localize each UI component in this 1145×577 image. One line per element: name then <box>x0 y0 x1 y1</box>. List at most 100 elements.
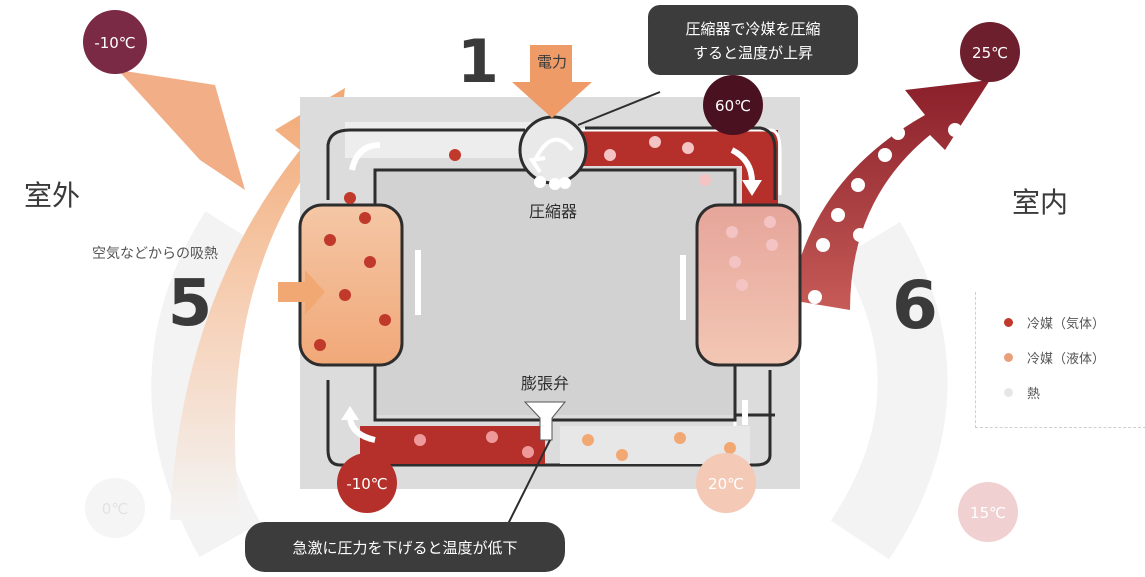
outdoor-heat-arrow <box>170 88 345 520</box>
gas-dot <box>764 216 776 228</box>
gas-dot <box>449 149 461 161</box>
flow-arrow-bottom-left-head <box>341 406 359 420</box>
heat-dot <box>853 228 867 242</box>
compress-callout-line1: 圧縮器で冷媒を圧縮 <box>685 20 820 38</box>
indoor-heat-exchanger <box>695 203 802 367</box>
cycle-inner <box>375 170 735 415</box>
indoor-temp-top-badge <box>960 22 1020 82</box>
heat-dot <box>948 123 962 137</box>
valve-label: 膨張弁 <box>521 374 569 393</box>
step-1: 1 <box>457 27 499 97</box>
liquid-dot <box>582 434 594 446</box>
legend-item-heat: 熱 <box>1004 382 1040 402</box>
heat-dot <box>816 238 830 252</box>
gas-dot <box>379 314 391 326</box>
gas-dot <box>339 289 351 301</box>
heat-dots <box>534 123 962 304</box>
gas-dot <box>729 256 741 268</box>
gas-dot <box>344 192 356 204</box>
outdoor-label: 室外 <box>24 179 80 212</box>
compressor-circle <box>518 115 588 185</box>
indoor-label: 室内 <box>1012 186 1068 219</box>
expand-callout-text: 急激に圧力を下げると温度が低下 <box>292 539 517 557</box>
flow-arrow-top-right-head <box>742 180 762 196</box>
legend-heat-swatch <box>1004 387 1013 397</box>
gas-dot <box>682 142 694 154</box>
outdoor-arrow-head <box>118 70 245 190</box>
gas-dot <box>314 339 326 351</box>
legend-liquid-swatch <box>1004 352 1013 362</box>
power-label: 電力 <box>537 53 567 71</box>
gas-dot <box>699 174 711 186</box>
gas-dot <box>522 446 534 458</box>
outdoor-temp-top-badge <box>83 10 147 74</box>
expansion-valve-icon <box>523 401 567 441</box>
flow-arrow-top-left <box>349 142 381 171</box>
compressor-out-temp: 60℃ <box>715 97 751 115</box>
flow-arrow-bottom-left <box>347 417 376 443</box>
heat-dot <box>534 176 546 188</box>
heat-dot <box>851 178 865 192</box>
outdoor-temp-bottom-badge <box>85 478 145 538</box>
liquid-dot <box>724 442 736 454</box>
compress-callout-box <box>648 5 858 75</box>
gas-dot <box>359 212 371 224</box>
outdoor-temp-bottom: 0℃ <box>102 500 128 518</box>
right-bg-arc <box>830 222 948 560</box>
heat-dot <box>808 290 822 304</box>
gas-dot <box>414 434 426 446</box>
compress-callout-line2: すると温度が上昇 <box>693 44 813 62</box>
legend-item-gas: 冷媒（気体） <box>1004 312 1105 332</box>
liquid-dot <box>616 449 628 461</box>
legend-gas-swatch <box>1004 317 1013 327</box>
gas-dot <box>604 149 616 161</box>
legend-heat-label: 熱 <box>1027 386 1041 402</box>
expand-callout-box <box>245 522 565 572</box>
legend-item-liquid: 冷媒（液体） <box>1004 347 1105 367</box>
compressor-label: 圧縮器 <box>529 202 577 221</box>
top-pipe-hot <box>545 130 778 210</box>
indoor-temp-bottom: 15℃ <box>970 504 1006 522</box>
bottom-right-temp: 20℃ <box>708 475 744 493</box>
gas-dot <box>324 234 336 246</box>
compressor-out-temp-badge <box>703 75 763 135</box>
outer-loop-line <box>326 126 777 467</box>
power-arrow-shaft <box>530 45 572 85</box>
heat-dot <box>891 126 905 140</box>
gas-dot <box>726 226 738 238</box>
heat-dot <box>880 198 894 212</box>
absorb-arrow <box>278 270 325 315</box>
legend-liquid-label: 冷媒（液体） <box>1027 351 1106 367</box>
gas-dot <box>736 279 748 291</box>
power-arrow-head <box>512 82 592 118</box>
outdoor-temp-top: -10℃ <box>94 34 135 52</box>
bottom-left-temp: -10℃ <box>346 475 387 493</box>
expand-callout-pointer <box>504 439 551 531</box>
bottom-left-temp-badge <box>337 453 397 513</box>
heat-dot <box>878 148 892 162</box>
step-6: 6 <box>892 267 938 344</box>
legend-gas-label: 冷媒（気体） <box>1027 316 1106 332</box>
compressor-arrows-icon <box>528 137 574 174</box>
step-5: 5 <box>168 267 213 341</box>
heat-dot <box>931 148 945 162</box>
gas-dot <box>649 136 661 148</box>
gas-dot <box>364 256 376 268</box>
absorb-label: 空気などからの吸熱 <box>92 246 218 262</box>
heat-dot <box>549 178 561 190</box>
compress-callout-pointer <box>577 91 661 126</box>
heat-dot <box>831 208 845 222</box>
liquid-dot <box>674 432 686 444</box>
gas-dot <box>486 431 498 443</box>
gas-dot <box>766 239 778 251</box>
indoor-heat-arrow <box>790 80 990 310</box>
heat-dot <box>559 177 571 189</box>
indoor-temp-bottom-badge <box>958 482 1018 542</box>
flow-arrow-top-right <box>730 147 755 183</box>
indoor-temp-top: 25℃ <box>972 44 1008 62</box>
legend: 冷媒（気体） 冷媒（液体） 熱 <box>975 292 1145 428</box>
refrigerant-dots <box>314 136 778 461</box>
heat-dot <box>910 178 924 192</box>
bottom-right-temp-badge <box>696 453 756 513</box>
